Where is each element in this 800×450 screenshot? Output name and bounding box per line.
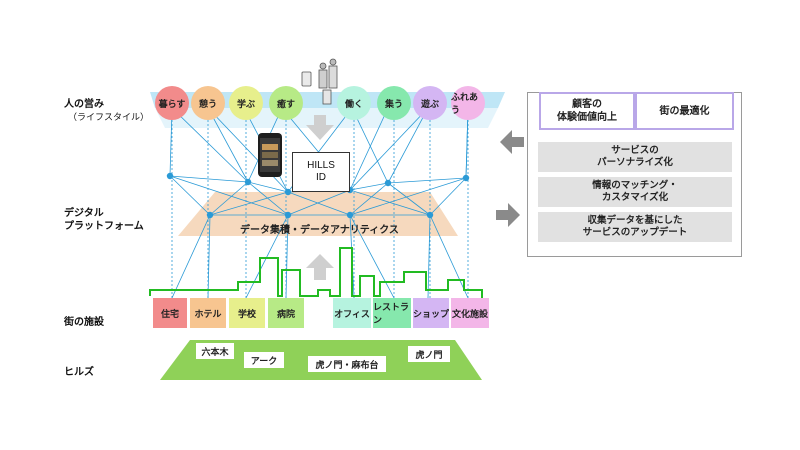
platform-label-line2: プラットフォーム	[64, 221, 144, 232]
activity-circle: ふれあう	[451, 86, 485, 120]
hills-id-line1: HILLS	[307, 160, 335, 171]
facility-box: 文化施設	[451, 298, 489, 328]
facility-box: 住宅	[153, 298, 187, 328]
activity-circle: 癒す	[269, 86, 303, 120]
lifestyle-title: 人の営み	[64, 99, 104, 110]
activity-circle: 暮らす	[155, 86, 189, 120]
right-arrow-icon	[496, 203, 520, 227]
smartphone-icon	[258, 133, 282, 177]
activity-circle: 働く	[337, 86, 371, 120]
city-skyline	[149, 247, 483, 298]
platform-data-label: データ集積・データアナリティクス	[240, 225, 399, 236]
hill-toranomon-azabudai: 虎ノ門・麻布台	[308, 356, 386, 372]
lifestyle-subtitle: （ライフスタイル）	[68, 113, 150, 123]
network-lines	[169, 107, 469, 299]
network-nodes	[166, 172, 470, 219]
facility-box: 病院	[268, 298, 304, 328]
activity-circle: 憩う	[191, 86, 225, 120]
hills-id-box: HILLS ID	[292, 152, 350, 192]
people-with-luggage-icon	[301, 58, 338, 105]
up-arrow-icon	[306, 254, 334, 280]
facilities-label: 街の施設	[64, 317, 104, 328]
platform-label-line1: デジタル	[64, 208, 104, 219]
facility-box: レストラン	[373, 298, 411, 328]
hills-id-line2: ID	[316, 172, 326, 183]
down-arrow-icon	[306, 115, 334, 140]
panel-city-optimization: 街の最適化	[635, 92, 734, 130]
activity-circle: 遊ぶ	[413, 86, 447, 120]
hill-toranomon: 虎ノ門	[408, 346, 450, 362]
facility-box: ショップ	[413, 298, 449, 328]
hill-ark: アーク	[244, 352, 284, 368]
panel-item: 収集データを基にした サービスのアップデート	[538, 212, 732, 242]
hill-roppongi: 六本木	[196, 343, 234, 359]
activity-circle: 学ぶ	[229, 86, 263, 120]
facility-box: 学校	[229, 298, 265, 328]
left-arrow-icon	[500, 130, 524, 154]
panel-customer-value: 顧客の 体験価値向上	[539, 92, 635, 130]
hills-label: ヒルズ	[64, 367, 94, 378]
panel-item: サービスの パーソナライズ化	[538, 142, 732, 172]
facility-box: ホテル	[190, 298, 226, 328]
facility-box: オフィス	[333, 298, 371, 328]
activity-circle: 集う	[377, 86, 411, 120]
panel-item: 情報のマッチング・ カスタマイズ化	[538, 177, 732, 207]
